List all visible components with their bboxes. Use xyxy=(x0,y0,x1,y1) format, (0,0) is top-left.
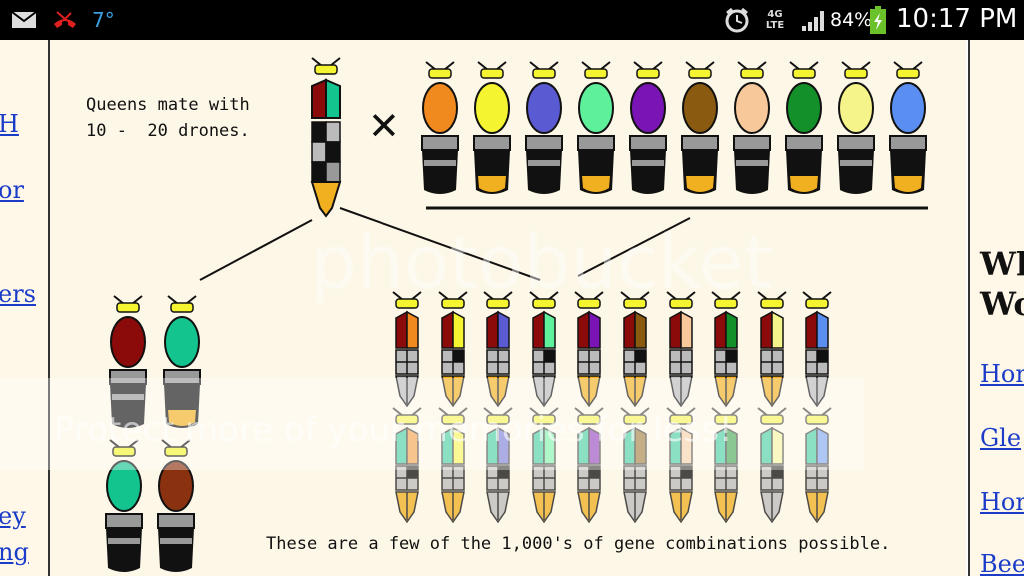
worker-bee xyxy=(711,291,741,408)
line-to-workers-left xyxy=(199,219,313,281)
alarm-icon xyxy=(722,0,752,40)
gene-combinations-caption: These are a few of the 1,000's of gene c… xyxy=(266,534,891,554)
network-type-label: 4G LTE xyxy=(765,9,785,31)
drone-bee xyxy=(157,439,195,572)
worker-bee xyxy=(574,291,605,408)
worker-bee xyxy=(529,291,559,408)
network-type-icon: 4G LTE xyxy=(760,0,790,40)
worker-bee xyxy=(665,407,696,524)
right-link-2[interactable]: Gle xyxy=(980,424,1022,452)
right-link-3[interactable]: Hon xyxy=(980,488,1024,516)
left-sidebar xyxy=(0,40,50,576)
status-bar: 7° 4G LTE 84% 10:17 PM xyxy=(0,0,1024,40)
worker-bee xyxy=(483,407,513,524)
worker-bee xyxy=(711,407,741,524)
missed-call-icon xyxy=(50,0,80,40)
worker-bee xyxy=(620,291,650,408)
battery-charging-icon xyxy=(866,0,890,40)
line-from-drones xyxy=(577,217,691,277)
queen-mating-text: Queens mate with 10 - 20 drones. xyxy=(86,95,250,141)
worker-bee xyxy=(802,291,833,408)
queen-bee xyxy=(310,57,342,218)
drone-bee xyxy=(109,295,147,428)
drone-bee xyxy=(473,61,511,194)
worker-bee xyxy=(574,407,605,524)
drone-bee xyxy=(577,61,615,194)
left-link-3[interactable]: ers xyxy=(0,280,36,308)
mail-icon xyxy=(10,0,38,40)
drone-bee xyxy=(421,61,459,194)
worker-bee xyxy=(483,291,513,408)
drone-bee xyxy=(837,61,875,194)
right-link-4[interactable]: Bee xyxy=(980,550,1024,578)
signal-icon xyxy=(798,0,828,40)
left-link-1[interactable]: H xyxy=(0,110,19,138)
battery-percentage: 84% xyxy=(830,9,873,31)
line-to-workers-right xyxy=(339,207,541,281)
drone-bee xyxy=(525,61,563,194)
worker-bee xyxy=(437,407,468,524)
clock: 10:17 PM xyxy=(896,4,1018,34)
left-link-5[interactable]: ng xyxy=(0,538,29,566)
drone-bee xyxy=(681,61,719,194)
right-heading: Wh Wo xyxy=(980,245,1024,323)
drone-bee xyxy=(163,295,201,428)
drone-bee xyxy=(889,61,927,194)
photobucket-watermark: photobucket xyxy=(310,220,773,306)
worker-bee xyxy=(529,407,559,524)
worker-bee xyxy=(392,291,422,408)
watermark-banner-text: Protect more of your memories for less! xyxy=(54,410,733,450)
drone-bee xyxy=(733,61,771,194)
worker-bee xyxy=(665,291,696,408)
worker-bee xyxy=(392,407,422,524)
drone-bee xyxy=(105,439,143,572)
worker-bee xyxy=(437,291,468,408)
right-link-1[interactable]: Hon xyxy=(980,360,1024,388)
worker-bee xyxy=(802,407,833,524)
temperature-indicator: 7° xyxy=(92,8,115,32)
worker-bee xyxy=(620,407,650,524)
left-link-2[interactable]: or xyxy=(0,176,24,204)
left-link-4[interactable]: ey xyxy=(0,502,26,530)
drone-bee xyxy=(629,61,667,194)
cross-symbol: ✕ xyxy=(368,104,400,148)
drone-bee xyxy=(785,61,823,194)
worker-bee xyxy=(757,291,787,408)
right-sidebar xyxy=(968,40,1024,576)
worker-bee xyxy=(757,407,787,524)
watermark-banner xyxy=(0,378,864,470)
